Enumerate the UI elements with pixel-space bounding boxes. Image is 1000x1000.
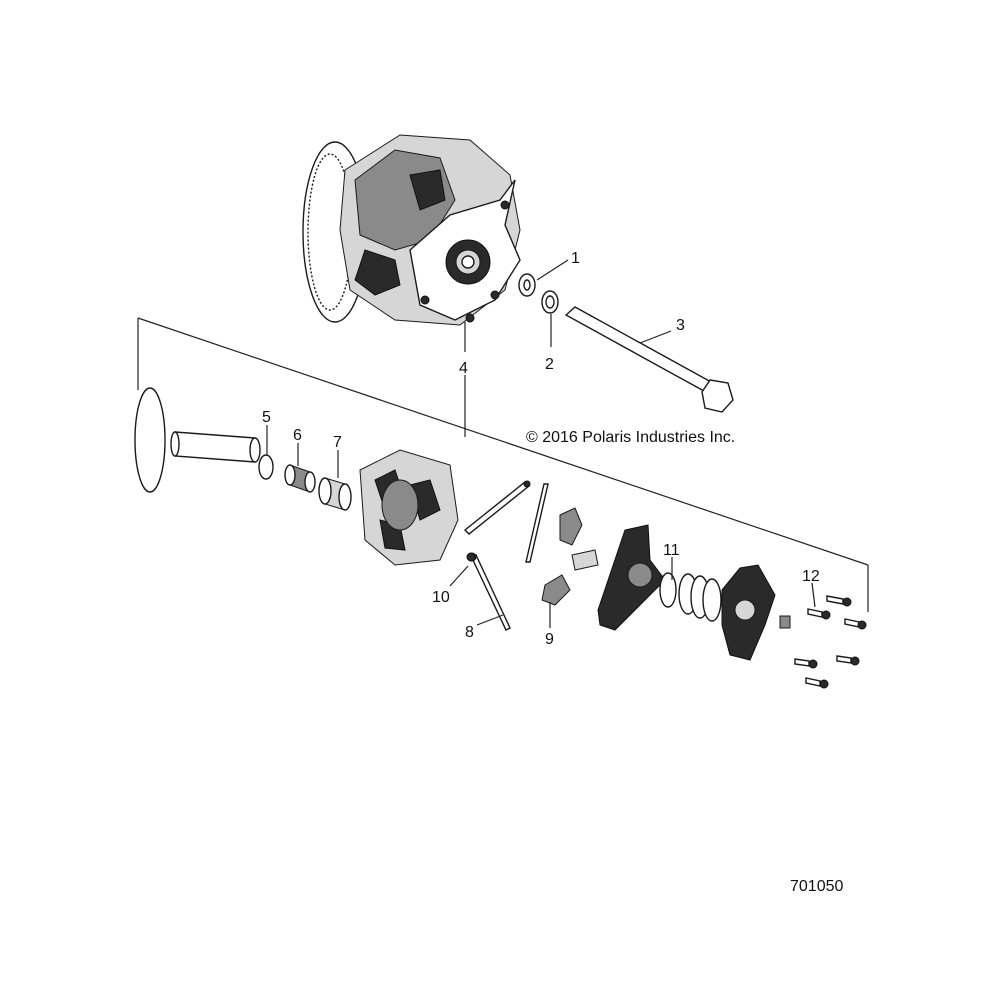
figure-number: 701050	[790, 878, 843, 895]
callout-4: 4	[459, 360, 468, 377]
clutch-assembly	[302, 134, 521, 326]
pin-vertical	[525, 483, 549, 563]
flyweight-upper	[559, 507, 599, 571]
moveable-sheave	[359, 449, 459, 566]
washer-1	[518, 273, 536, 297]
callout-3: 3	[676, 317, 685, 334]
o-ring-5	[258, 454, 274, 480]
spring-11	[659, 572, 722, 622]
spider-11	[597, 524, 666, 631]
pin-upper	[463, 480, 531, 535]
bushing-7	[318, 477, 352, 511]
copyright-notice: © 2016 Polaris Industries Inc.	[526, 429, 735, 446]
callout-labels: 1 2 3 4 5 6 7 8 9 10 11 12	[262, 250, 820, 648]
cover-plate	[721, 564, 791, 661]
callout-1: 1	[571, 250, 580, 267]
bushing-6	[284, 464, 316, 493]
callout-8: 8	[465, 624, 474, 641]
pin-8	[467, 552, 511, 631]
callout-11: 11	[663, 542, 680, 559]
callout-12: 12	[802, 568, 820, 585]
nut-10	[466, 552, 476, 562]
callout-2: 2	[545, 356, 554, 373]
fixed-sheave	[134, 387, 261, 493]
callout-10: 10	[432, 589, 450, 606]
callout-9: 9	[545, 631, 554, 648]
washer-2	[541, 290, 559, 314]
callout-7: 7	[333, 434, 342, 451]
flyweight-9	[541, 574, 571, 606]
bolt-3	[564, 306, 734, 413]
callout-5: 5	[262, 409, 271, 426]
leader-lines	[266, 259, 816, 628]
bolts-12	[794, 595, 867, 689]
callout-6: 6	[293, 427, 302, 444]
group-bracket	[137, 317, 869, 612]
